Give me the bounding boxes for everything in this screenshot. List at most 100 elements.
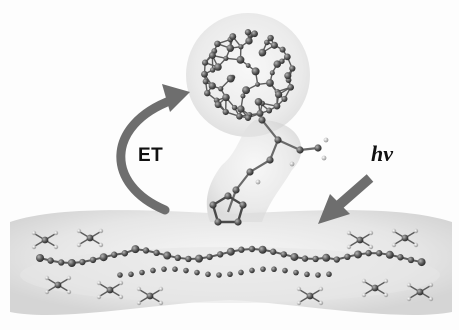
carbon-atom (280, 47, 286, 53)
carbon-atom (290, 253, 298, 261)
carbon-atom (239, 201, 246, 208)
carbon-atom (232, 186, 239, 193)
carbon-atom (284, 53, 291, 60)
carbon-atom (245, 37, 252, 44)
carbon-atom (289, 65, 295, 71)
carbon-atom (259, 49, 267, 57)
carbon-atom (100, 253, 108, 261)
carbon-atom (153, 250, 159, 256)
carbon-atom (229, 33, 236, 40)
carbon-atom (266, 156, 273, 163)
carbon-atom (273, 60, 281, 68)
carbon-atom (246, 63, 251, 68)
hydrogen-atom (67, 290, 71, 294)
hydrogen-atom (290, 162, 295, 167)
carbon-atom (344, 254, 350, 260)
carbon-atom (36, 254, 44, 262)
hydrogen-atom (319, 287, 323, 291)
hydrogen-atom (414, 229, 418, 233)
hydrogen-atom (324, 138, 329, 143)
carbon-atom (240, 94, 245, 99)
hydrogen-atom (384, 293, 388, 297)
carbon-atom (201, 71, 208, 78)
carbon-atom (111, 252, 117, 258)
carbon-atom (418, 258, 426, 266)
carbon-atom (293, 270, 299, 276)
carbon-atom (258, 116, 265, 123)
carbon-atom (296, 146, 303, 153)
carbon-atom (365, 250, 371, 256)
carbon-atom (259, 246, 267, 254)
hydrogen-atom (32, 245, 36, 249)
carbon-atom (238, 247, 244, 253)
hydrogen-atom (429, 283, 433, 287)
carbon-atom (266, 79, 274, 87)
carbon-atom (304, 272, 310, 278)
carbon-atom (79, 259, 85, 265)
carbon-atom (218, 86, 223, 91)
carbon-atom (163, 252, 171, 260)
carbon-atom (255, 98, 263, 106)
hydrogen-atom (99, 229, 103, 233)
hydrogen-atom (322, 156, 327, 161)
carbon-atom (223, 56, 228, 61)
hydrogen-atom (297, 301, 301, 305)
carbon-atom (312, 256, 318, 262)
carbon-atom (214, 63, 222, 71)
carbon-atom (282, 268, 288, 274)
hydrogen-atom (45, 290, 49, 294)
hydrogen-atom (256, 180, 261, 185)
hydrogen-atom (392, 229, 396, 233)
carbon-atom (175, 255, 181, 261)
carbon-atom (257, 110, 264, 117)
carbon-atom (117, 272, 123, 278)
hydrogen-atom (137, 301, 141, 305)
carbon-atom (402, 235, 409, 242)
carbon-atom (42, 237, 49, 244)
carbon-atom (206, 254, 212, 260)
hydrogen-atom (77, 229, 81, 233)
carbon-atom (266, 108, 272, 114)
hydrogen-atom (369, 245, 373, 249)
carbon-atom (357, 237, 364, 244)
carbon-atom (107, 287, 114, 294)
carbon-atom (242, 86, 250, 94)
carbon-atom (251, 30, 258, 37)
carbon-atom (245, 115, 251, 121)
hydrogen-atom (429, 297, 433, 301)
hydrogen-atom (347, 245, 351, 249)
hydrogen-atom (369, 231, 373, 235)
hydrogen-atom (67, 276, 71, 280)
carbon-atom (408, 257, 414, 263)
carbon-atom (223, 109, 229, 115)
carbon-atom (203, 79, 209, 85)
carbon-atom (209, 52, 216, 59)
hydrogen-atom (77, 243, 81, 247)
carbon-atom (238, 44, 243, 49)
carbon-atom (274, 136, 281, 143)
carbon-atom (227, 271, 233, 277)
carbon-atom (270, 249, 276, 255)
carbon-atom (386, 251, 394, 259)
carbon-atom (274, 103, 281, 110)
light-excitation-label: hν (371, 141, 393, 167)
carbon-atom (322, 254, 330, 262)
carbon-atom (334, 256, 340, 262)
hydrogen-atom (32, 231, 36, 235)
carbon-atom (314, 144, 321, 151)
carbon-atom (172, 266, 178, 272)
hydrogen-atom (159, 287, 163, 291)
carbon-atom (205, 272, 211, 278)
carbon-atom (204, 90, 210, 96)
hydrogen-atom (297, 287, 301, 291)
carbon-atom (315, 272, 321, 278)
hydrogen-atom (319, 301, 323, 305)
carbon-atom (252, 67, 260, 75)
carbon-atom (246, 168, 253, 175)
hydrogen-atom (347, 231, 351, 235)
carbon-atom (417, 289, 424, 296)
hydrogen-atom (45, 276, 49, 280)
hydrogen-atom (54, 245, 58, 249)
carbon-atom (128, 271, 134, 277)
carbon-atom (216, 272, 222, 278)
